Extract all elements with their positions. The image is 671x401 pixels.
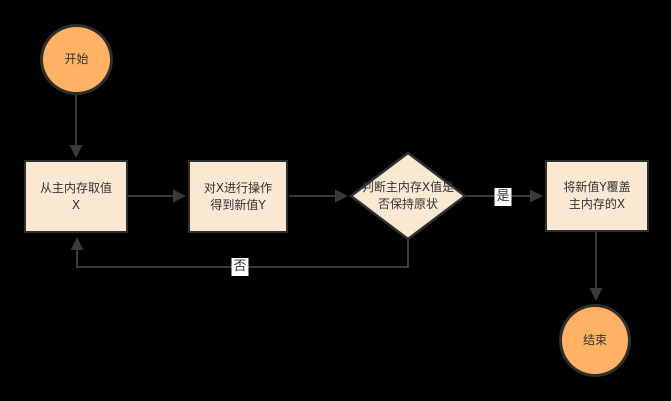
edge-label-yes: 是: [494, 188, 512, 206]
process-node-read-x-line1: 从主内存取值: [39, 180, 112, 195]
edge-label-no: 否: [231, 258, 249, 276]
process-node-write-y-line2: 主内存的X: [568, 197, 626, 211]
start-node: 开始: [40, 24, 113, 95]
process-node-operate-x: 对X进行操作 得到新值Y: [188, 160, 288, 233]
end-node: 结束: [559, 304, 631, 377]
end-node-label: 结束: [582, 333, 607, 347]
process-node-write-y: 将新值Y覆盖 主内存的X: [545, 160, 649, 232]
process-node-write-y-line1: 将新值Y覆盖: [563, 180, 631, 194]
process-node-operate-x-line1: 对X进行操作: [203, 180, 273, 195]
decision-node-text: 判断主内存X值是 否保持原状: [338, 179, 478, 213]
decision-node-line2: 否保持原状: [377, 197, 438, 211]
decision-node-shape: [348, 151, 468, 241]
process-node-operate-x-line2: 得到新值Y: [210, 197, 266, 212]
process-node-read-x-line2: X: [71, 197, 81, 212]
decision-node-line1: 判断主内存X值是: [361, 180, 455, 194]
process-node-read-x: 从主内存取值 X: [24, 160, 128, 233]
start-node-label: 开始: [64, 52, 89, 66]
